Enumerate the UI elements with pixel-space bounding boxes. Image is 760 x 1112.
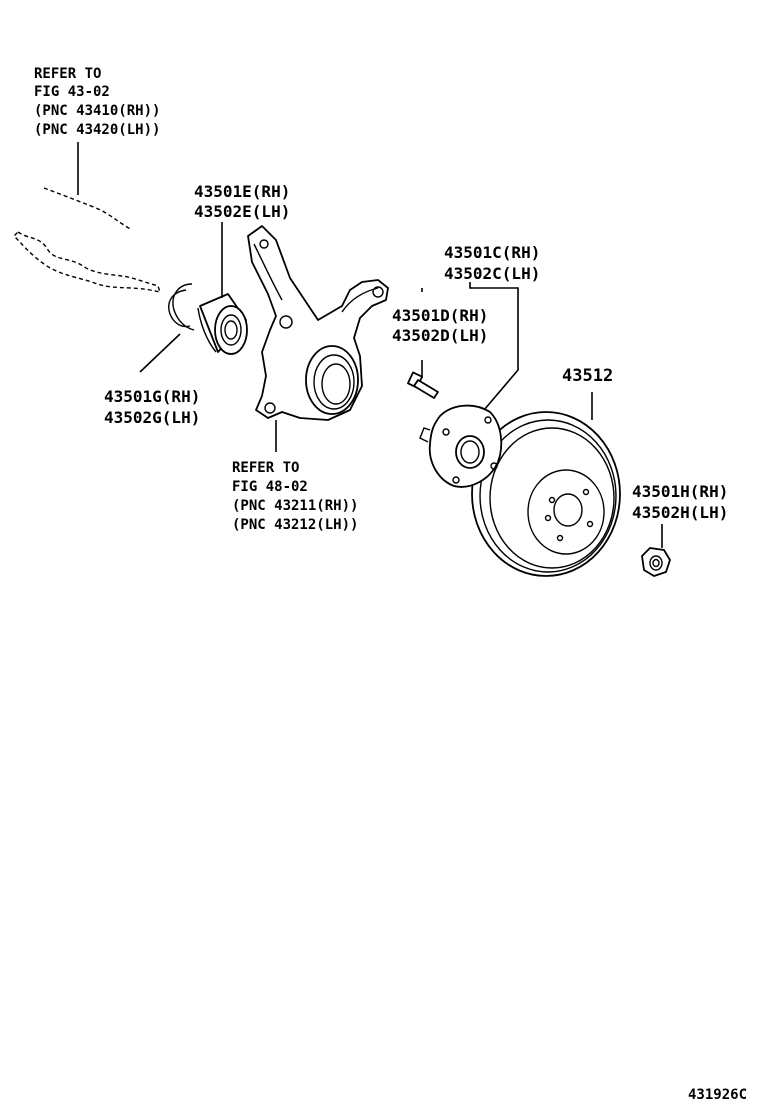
part-number: 43512 <box>562 366 613 386</box>
figure-code: 431926C <box>688 1087 747 1103</box>
leader-hub <box>469 282 519 411</box>
callout-line: FIG 43-02 <box>34 84 110 100</box>
steering-knuckle <box>247 225 389 421</box>
callout-bearing: 43501G(RH) 43502G(LH) <box>104 387 200 427</box>
drive-shaft-phantom <box>13 187 162 293</box>
callout-line: REFER TO <box>34 66 101 82</box>
callout-hub-bolt: 43501D(RH) 43502D(LH) <box>392 306 488 345</box>
callout-line: (PNC 43212(LH)) <box>232 517 358 533</box>
bearing <box>197 293 248 355</box>
callout-disc: 43512 <box>562 366 613 386</box>
axle-hub <box>419 404 503 488</box>
callout-line: REFER TO <box>232 460 299 476</box>
snap-ring <box>168 283 195 331</box>
part-number-lh: 43502C(LH) <box>444 264 540 283</box>
callout-line: (PNC 43410(RH)) <box>34 103 160 119</box>
part-number-lh: 43502H(LH) <box>632 503 728 522</box>
callout-hub: 43501C(RH) 43502C(LH) <box>444 243 540 283</box>
callout-line: (PNC 43420(LH)) <box>34 122 160 138</box>
callout-line: (PNC 43211(RH)) <box>232 498 358 514</box>
part-number-rh: 43501D(RH) <box>392 306 488 325</box>
disc-rotor <box>471 411 621 577</box>
part-number-lh: 43502E(LH) <box>194 202 290 221</box>
callout-line: FIG 48-02 <box>232 479 308 495</box>
part-number-rh: 43501E(RH) <box>194 182 290 201</box>
part-number-lh: 43502D(LH) <box>392 326 488 345</box>
part-number-rh: 43501G(RH) <box>104 387 200 406</box>
part-number-lh: 43502G(LH) <box>104 408 200 427</box>
part-number-rh: 43501H(RH) <box>632 482 728 501</box>
hub-nut <box>641 547 671 577</box>
part-number-rh: 43501C(RH) <box>444 243 540 262</box>
callout-refer-knuckle: REFER TO FIG 48-02 (PNC 43211(RH)) (PNC … <box>232 460 358 533</box>
leader-bearing <box>139 333 181 373</box>
callout-refer-axle: REFER TO FIG 43-02 (PNC 43410(RH)) (PNC … <box>34 66 160 138</box>
callout-knuckle-cover: 43501E(RH) 43502E(LH) <box>194 182 290 221</box>
callout-nut: 43501H(RH) 43502H(LH) <box>632 482 728 522</box>
hub-bolt <box>407 371 439 399</box>
